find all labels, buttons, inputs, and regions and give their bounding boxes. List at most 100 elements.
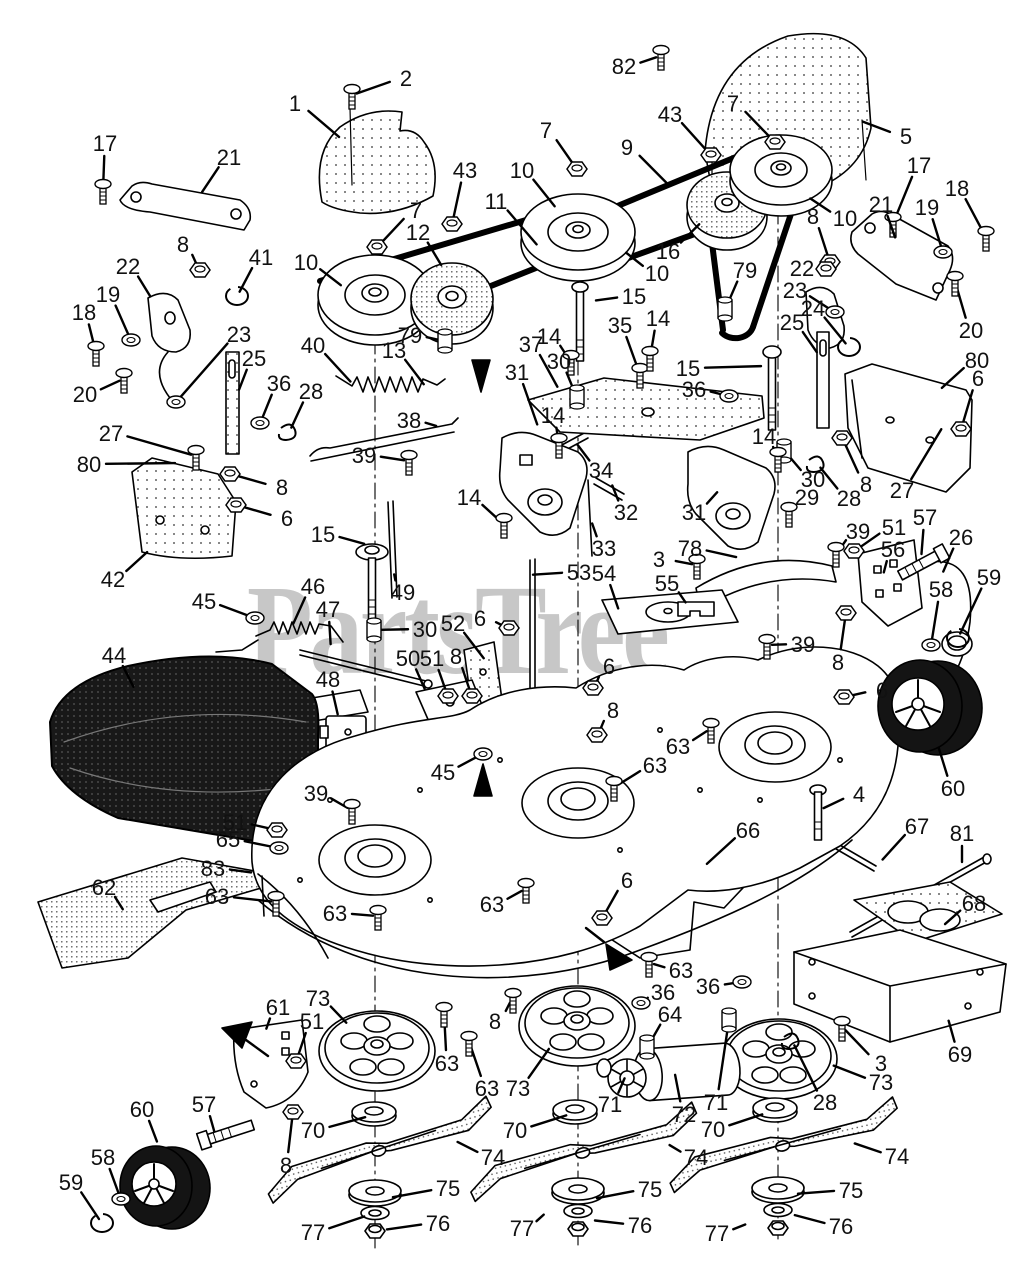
callout-63: 63 bbox=[605, 753, 667, 802]
part-number-62: 62 bbox=[92, 875, 116, 900]
callout-51: 51 bbox=[223, 810, 288, 838]
part-number-3: 3 bbox=[875, 1051, 887, 1076]
callout-38: 38 bbox=[397, 408, 438, 433]
part-number-7: 7 bbox=[410, 198, 422, 223]
part-number-79: 79 bbox=[398, 323, 422, 348]
part-number-14: 14 bbox=[537, 324, 561, 349]
mandrel-housing-right bbox=[720, 1018, 838, 1100]
clutch-rod bbox=[299, 649, 433, 689]
part-number-78: 78 bbox=[678, 536, 702, 561]
center-pulley bbox=[520, 193, 636, 282]
part-number-70: 70 bbox=[503, 1118, 527, 1143]
callout-40: 40 bbox=[301, 333, 352, 383]
callout-75: 75 bbox=[595, 1177, 662, 1202]
part-number-13: 13 bbox=[382, 338, 406, 363]
part-number-30: 30 bbox=[413, 617, 437, 642]
part-number-71: 71 bbox=[704, 1090, 728, 1115]
callout-23: 23 bbox=[783, 278, 845, 319]
callout-12: 12 bbox=[406, 220, 443, 267]
idler-arm-left-31 bbox=[498, 431, 588, 536]
part-number-20: 20 bbox=[959, 318, 983, 343]
grease-cap-right bbox=[941, 631, 973, 657]
callout-73: 73 bbox=[832, 1064, 893, 1095]
callout-63: 63 bbox=[460, 1030, 499, 1101]
part-number-34: 34 bbox=[589, 458, 613, 483]
callout-8: 8 bbox=[177, 232, 211, 278]
part-number-8: 8 bbox=[607, 698, 619, 723]
callout-14: 14 bbox=[641, 306, 670, 372]
part-number-35: 35 bbox=[608, 313, 632, 338]
callout-7: 7 bbox=[366, 198, 422, 255]
latch-55 bbox=[677, 601, 715, 617]
callout-83: 83 bbox=[201, 856, 253, 881]
part-number-51: 51 bbox=[882, 515, 906, 540]
callout-10: 10 bbox=[510, 158, 556, 208]
callout-8: 8 bbox=[280, 1104, 304, 1178]
part-number-15: 15 bbox=[622, 284, 646, 309]
callout-14: 14 bbox=[541, 403, 568, 459]
callout-17: 17 bbox=[93, 131, 117, 205]
part-number-70: 70 bbox=[701, 1117, 725, 1142]
part-number-7: 7 bbox=[540, 118, 552, 143]
callout-58: 58 bbox=[921, 577, 953, 652]
callout-32: 32 bbox=[611, 484, 638, 525]
blade-fastener-stacks bbox=[348, 1176, 805, 1239]
part-number-37: 37 bbox=[519, 332, 543, 357]
engine-plate-37 bbox=[527, 377, 765, 441]
part-number-77: 77 bbox=[705, 1221, 729, 1246]
part-number-12: 12 bbox=[406, 220, 430, 245]
part-number-65: 65 bbox=[216, 827, 240, 852]
part-number-76: 76 bbox=[426, 1211, 450, 1236]
part-number-52: 52 bbox=[441, 611, 465, 636]
callout-70: 70 bbox=[301, 1115, 367, 1143]
part-number-36: 36 bbox=[682, 377, 706, 402]
part-number-1: 1 bbox=[289, 91, 301, 116]
left-wheel bbox=[119, 1145, 211, 1230]
part-number-6: 6 bbox=[603, 654, 615, 679]
callout-13: 13 bbox=[382, 338, 425, 386]
part-number-63: 63 bbox=[669, 958, 693, 983]
center-spindle-bolt bbox=[571, 281, 589, 362]
callout-39: 39 bbox=[827, 519, 870, 568]
part-number-63: 63 bbox=[323, 901, 347, 926]
part-number-14: 14 bbox=[752, 424, 776, 449]
callout-45: 45 bbox=[192, 589, 265, 625]
callout-14: 14 bbox=[457, 485, 513, 539]
callout-36: 36 bbox=[696, 974, 752, 999]
part-number-77: 77 bbox=[301, 1220, 325, 1245]
part-number-4: 4 bbox=[853, 782, 865, 807]
callout-62: 62 bbox=[92, 875, 124, 911]
callout-10: 10 bbox=[624, 251, 669, 286]
callout-49: 49 bbox=[391, 573, 415, 605]
callout-71: 71 bbox=[598, 1077, 626, 1117]
part-number-77: 77 bbox=[510, 1216, 534, 1241]
part-number-22: 22 bbox=[790, 256, 814, 281]
callout-19: 19 bbox=[915, 195, 953, 259]
part-number-14: 14 bbox=[457, 485, 481, 510]
part-number-15: 15 bbox=[311, 522, 335, 547]
part-number-75: 75 bbox=[436, 1176, 460, 1201]
part-number-45: 45 bbox=[431, 760, 455, 785]
callout-72: 72 bbox=[672, 1073, 696, 1127]
callout-28: 28 bbox=[780, 1032, 837, 1115]
callout-82: 82 bbox=[612, 44, 670, 79]
part-number-18: 18 bbox=[72, 300, 96, 325]
callout-63: 63 bbox=[205, 884, 285, 917]
callout-30: 30 bbox=[547, 349, 585, 410]
right-spindle-bolt bbox=[762, 345, 782, 431]
part-number-43: 43 bbox=[453, 158, 477, 183]
part-number-31: 31 bbox=[682, 500, 706, 525]
callout-27: 27 bbox=[890, 427, 943, 503]
callout-79: 79 bbox=[717, 258, 757, 322]
left-pulley bbox=[317, 254, 433, 346]
callout-58: 58 bbox=[91, 1145, 131, 1206]
callout-74: 74 bbox=[456, 1140, 505, 1170]
callout-78: 78 bbox=[678, 536, 738, 561]
part-number-6: 6 bbox=[621, 868, 633, 893]
part-number-21: 21 bbox=[217, 145, 241, 170]
callout-44: 44 bbox=[102, 643, 135, 688]
right-pulley bbox=[729, 134, 833, 217]
callout-54: 54 bbox=[592, 561, 620, 610]
callout-23: 23 bbox=[166, 322, 251, 409]
